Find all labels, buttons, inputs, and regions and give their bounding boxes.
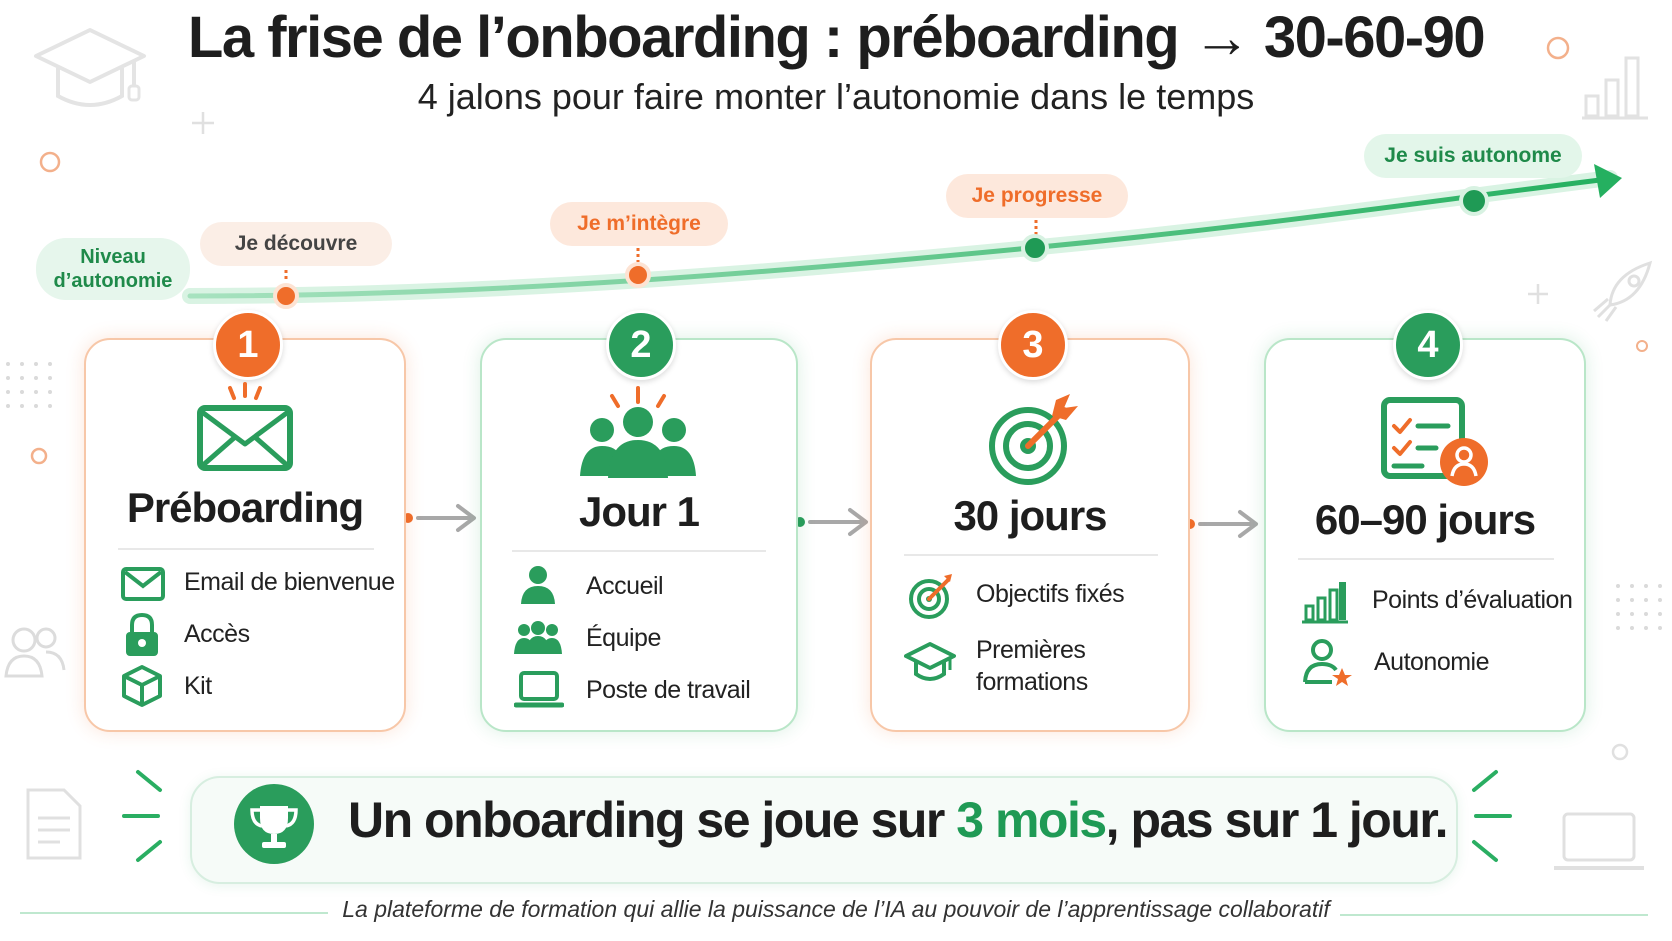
- step-title-4: 60–90 jours: [1314, 496, 1536, 543]
- circle-decoration-icon: [39, 151, 61, 173]
- item-premieres-formations: Premières formations: [976, 636, 1088, 696]
- stage-label-1: Je découvre: [200, 222, 392, 266]
- step-badge-4: 4: [1393, 310, 1463, 380]
- mail-icon: [121, 567, 165, 601]
- footer-rule-left: [20, 912, 328, 914]
- step-card-preboarding: [84, 338, 406, 732]
- item-accueil: Accueil: [586, 572, 664, 600]
- step-title-2: Jour 1: [578, 488, 700, 535]
- autonomy-curve: [182, 164, 1622, 309]
- step-badge-3: 3: [998, 310, 1068, 380]
- dots-decoration-icon: [6, 362, 52, 408]
- graduation-cap-decoration-icon: [34, 28, 146, 107]
- bar-chart-decoration-icon: [1582, 56, 1648, 120]
- step-title-3: 30 jours: [953, 492, 1107, 539]
- step-arrow-1-2: [403, 504, 476, 532]
- step-badge-2: 2: [606, 310, 676, 380]
- plus-decoration-icon: [1528, 284, 1548, 304]
- item-poste-travail: Poste de travail: [586, 676, 751, 704]
- laptop-decoration-icon: [1554, 812, 1644, 870]
- key-message: Un onboarding se joue sur 3 mois, pas su…: [348, 791, 1449, 849]
- checklist-icon: [1381, 397, 1488, 486]
- page-title: La frise de l’onboarding : préboarding →…: [187, 5, 1486, 70]
- card-divider: [512, 550, 766, 552]
- page-subtitle: 4 jalons pour faire monter l’autonomie d…: [417, 76, 1255, 117]
- person-icon: [521, 566, 555, 604]
- card-divider: [118, 548, 374, 550]
- card-divider: [904, 554, 1158, 556]
- plus-decoration-icon: [192, 112, 214, 134]
- key-message-banner: [190, 776, 1458, 884]
- stage-marker-2: [625, 262, 651, 288]
- lock-icon: [126, 612, 158, 656]
- trophy-icon: [234, 784, 314, 864]
- team-icon: [580, 386, 696, 478]
- footer-tagline: La plateforme de formation qui allie la …: [342, 896, 1330, 922]
- stage-label-4: Je suis autonome: [1364, 134, 1582, 178]
- axis-label-line1: Niveau: [80, 246, 146, 268]
- item-acces: Accès: [184, 620, 250, 648]
- bar-chart-icon: [1302, 582, 1348, 624]
- stage-marker-4: [1459, 186, 1489, 216]
- key-message-start: Un onboarding se joue sur: [348, 792, 957, 848]
- item-autonomie: Autonomie: [1374, 648, 1490, 676]
- stage-marker-3: [1021, 234, 1049, 262]
- step-title-1: Préboarding: [126, 484, 364, 531]
- banner-sparkle-left: [122, 770, 162, 862]
- item-kit: Kit: [184, 672, 212, 700]
- dots-decoration-icon: [1616, 584, 1662, 630]
- circle-decoration-icon: [1636, 340, 1648, 352]
- curve-arrowhead: [1594, 164, 1622, 198]
- circle-decoration-icon: [1546, 36, 1570, 60]
- target-icon: [989, 394, 1078, 485]
- circle-decoration-icon: [30, 447, 48, 465]
- card-divider: [1298, 558, 1554, 560]
- item-email-bienvenue: Email de bienvenue: [184, 568, 395, 596]
- stage-label-3: Je progresse: [946, 174, 1128, 218]
- circle-decoration-icon: [1611, 743, 1629, 761]
- users-decoration-icon: [4, 627, 66, 678]
- box-icon: [122, 665, 162, 707]
- item-equipe: Équipe: [586, 624, 661, 652]
- step-arrow-2-3: [795, 508, 868, 536]
- footer-rule-right: [1340, 914, 1648, 916]
- laptop-icon: [514, 671, 564, 708]
- step-arrow-3-4: [1185, 510, 1258, 538]
- item-points-evaluation: Points d’évaluation: [1372, 586, 1573, 614]
- step-badge-1: 1: [213, 310, 283, 380]
- document-decoration-icon: [26, 788, 82, 860]
- target-icon: [909, 574, 952, 619]
- item-objectifs-fixes: Objectifs fixés: [976, 580, 1125, 608]
- envelope-icon: [197, 382, 293, 471]
- key-message-highlight: 3 mois: [956, 792, 1107, 848]
- stage-label-2: Je m’intègre: [550, 202, 728, 246]
- graduation-cap-icon: [904, 642, 956, 681]
- autonomy-axis-label: Niveau d’autonomie: [36, 238, 190, 300]
- rocket-decoration-icon: [1593, 260, 1653, 322]
- user-star-icon: [1303, 639, 1352, 686]
- key-message-end: , pas sur 1 jour.: [1105, 792, 1449, 848]
- axis-label-line2: d’autonomie: [53, 270, 173, 292]
- banner-sparkle-right: [1472, 770, 1512, 862]
- group-icon: [514, 621, 562, 654]
- stage-marker-1: [273, 283, 299, 309]
